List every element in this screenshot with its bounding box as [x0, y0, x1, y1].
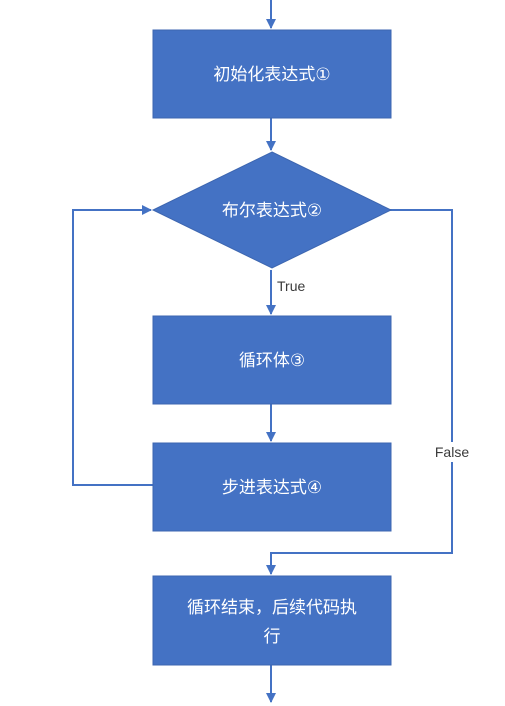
condition-node-label: 布尔表达式②	[222, 201, 322, 221]
init-node-label: 初始化表达式①	[213, 65, 330, 85]
init-node: 初始化表达式①	[152, 29, 392, 119]
false-label: False	[435, 444, 469, 460]
end-node-label-line2: 行	[264, 627, 281, 647]
body-node-label: 循环体③	[239, 351, 305, 371]
true-label: True	[277, 278, 305, 294]
end-node: 循环结束，后续代码执 行	[152, 575, 392, 666]
body-node: 循环体③	[152, 315, 392, 405]
condition-node: 布尔表达式②	[151, 151, 393, 269]
arrow-step-loop-back	[72, 205, 153, 486]
step-node-label: 步进表达式④	[222, 478, 322, 498]
end-node-label-line1: 循环结束，后续代码执	[187, 598, 357, 618]
step-node: 步进表达式④	[152, 442, 392, 532]
false-label-bg	[431, 442, 473, 462]
arrow-false-to-end	[266, 209, 453, 575]
